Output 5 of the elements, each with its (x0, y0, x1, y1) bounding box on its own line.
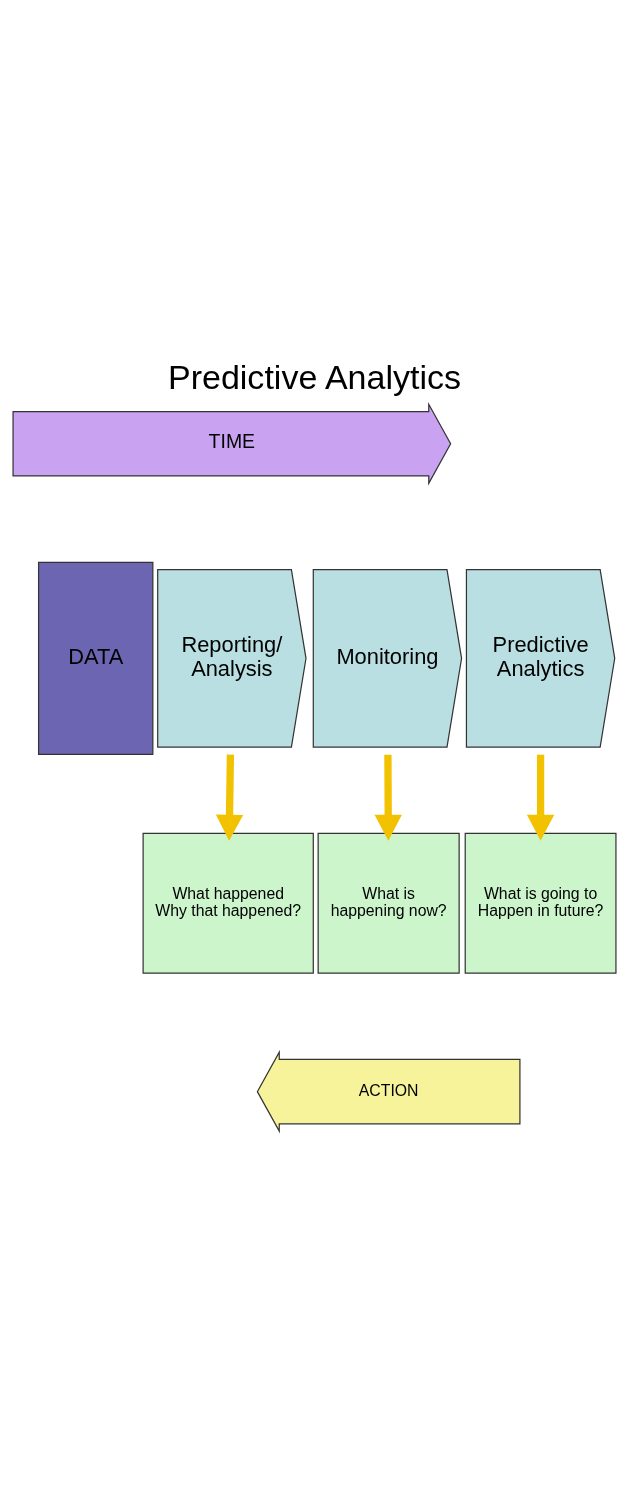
node-box: What is happening now? (317, 832, 460, 974)
node-box: What happened Why that happened? (142, 832, 314, 974)
node-box: DATA (37, 561, 154, 755)
diagram-title: Predictive Analytics (167, 357, 462, 396)
node-box: What is going to Happen in future? (464, 832, 617, 974)
